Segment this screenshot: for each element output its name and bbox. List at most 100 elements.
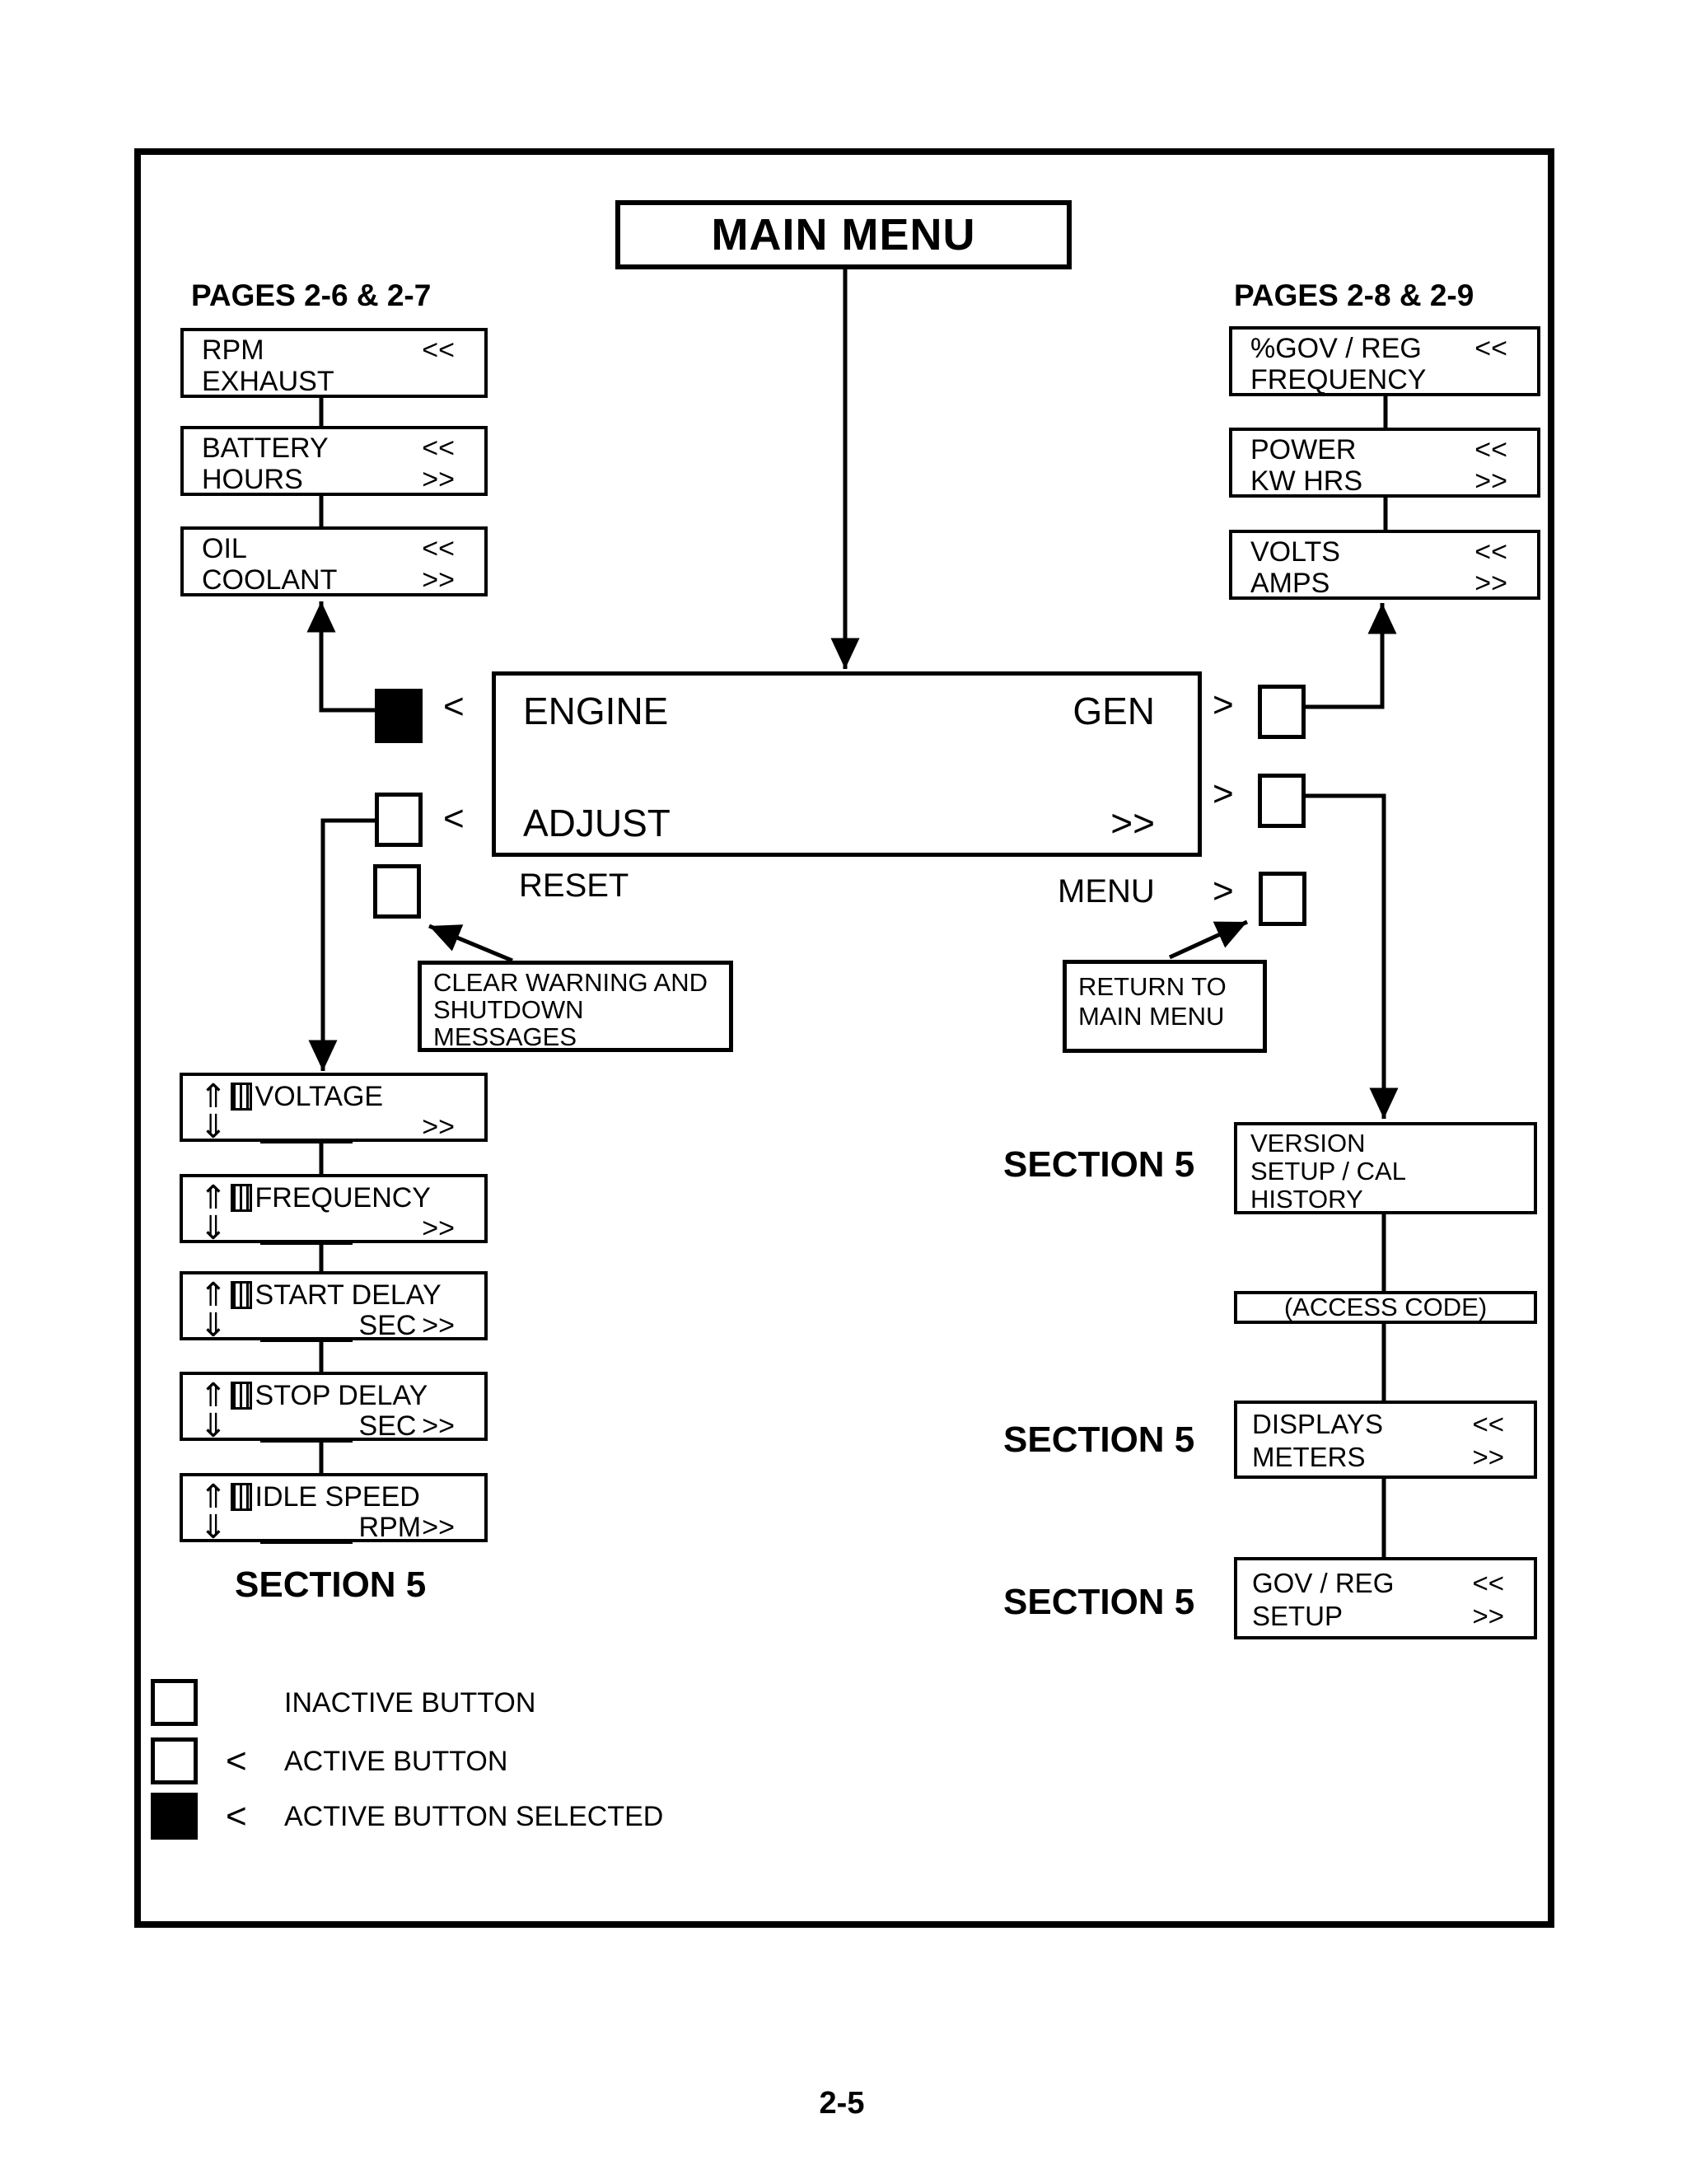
section-5-label-version: SECTION 5 — [1003, 1144, 1195, 1185]
up-arrow-icon: ⇑ — [199, 1478, 227, 1516]
clear-warning-callout: CLEAR WARNING AND SHUTDOWN MESSAGES — [418, 961, 733, 1052]
gov-reg-setup-box: GOV / REG<< SETUP>> — [1234, 1557, 1537, 1639]
cursor-block-icon — [230, 1184, 252, 1212]
value-blank — [259, 1314, 353, 1342]
display-line: FREQUENCY — [1250, 364, 1427, 395]
adjust-label: START DELAY — [255, 1279, 442, 1311]
value-blank — [259, 1217, 353, 1245]
next-page-icon: >> — [422, 1213, 455, 1244]
prev-page-icon: << — [422, 433, 455, 464]
page-number: 2-5 — [819, 2086, 865, 2121]
next-page-icon: >> — [422, 1111, 455, 1143]
adjust-box-idle-speed: ⇑IDLE SPEED ⇓RPM>> — [180, 1473, 488, 1544]
legend-label: ACTIVE BUTTON SELECTED — [284, 1801, 664, 1832]
unit-label: SEC — [358, 1410, 417, 1442]
display-line: COOLANT — [202, 564, 338, 596]
unit-label: SEC — [358, 1310, 417, 1341]
display-line: RPM — [202, 334, 264, 366]
reset-button — [373, 864, 421, 919]
legend-label: INACTIVE BUTTON — [284, 1687, 536, 1719]
display-line: METERS — [1252, 1442, 1366, 1472]
display-box-volts-amps: VOLTS<< AMPS>> — [1229, 530, 1540, 600]
engine-button-selected — [375, 689, 423, 743]
right-chevron-icon: > — [1213, 685, 1234, 725]
left-chevron-icon: < — [443, 686, 465, 727]
cursor-block-icon — [230, 1382, 252, 1410]
pages-heading-right: PAGES 2-8 & 2-9 — [1234, 278, 1474, 312]
next-page-icon: >> — [422, 1310, 455, 1341]
display-line: %GOV / REG — [1250, 333, 1422, 364]
callout-line: MESSAGES — [433, 1022, 577, 1051]
prev-page-icon: << — [1474, 333, 1507, 364]
displays-meters-box: DISPLAYS<< METERS>> — [1234, 1401, 1537, 1479]
prev-page-icon: << — [422, 533, 455, 564]
cursor-block-icon — [230, 1281, 252, 1309]
legend-selected-button-swatch — [151, 1793, 198, 1840]
adjust-box-voltage: ⇑VOLTAGE ⇓>> — [180, 1073, 488, 1143]
adjust-label: FREQUENCY — [255, 1181, 431, 1214]
callout-line: RETURN TO — [1078, 972, 1227, 1001]
next-page-icon: >> — [422, 1410, 455, 1442]
display-line: OIL — [202, 533, 247, 564]
page-title: MAIN MENU — [711, 210, 976, 260]
adjust-box-start-delay: ⇑ START DELAY ⇓ SEC>> — [180, 1271, 488, 1345]
access-code-box: (ACCESS CODE) — [1234, 1291, 1537, 1324]
value-blank — [259, 1115, 353, 1143]
callout-line: CLEAR WARNING AND — [433, 968, 708, 997]
setup-line: VERSION — [1250, 1129, 1366, 1157]
callout-line: SHUTDOWN — [433, 995, 584, 1024]
adjust-label: STOP DELAY — [255, 1379, 428, 1411]
version-setup-history-box: VERSION SETUP / CAL HISTORY — [1234, 1122, 1537, 1214]
adjust-box-stop-delay: ⇑ STOP DELAY ⇓ SEC>> — [180, 1372, 488, 1445]
down-arrow-icon: ⇓ — [199, 1307, 227, 1345]
adjust-label: IDLE SPEED — [255, 1480, 420, 1513]
legend-active-button-swatch — [151, 1737, 198, 1784]
up-arrow-icon: ⇑ — [199, 1377, 227, 1415]
main-display-engine-label: ENGINE — [523, 690, 669, 732]
legend-inactive-button-swatch — [151, 1679, 198, 1726]
menu-label: MENU — [1058, 873, 1155, 910]
cursor-block-icon — [230, 1483, 252, 1511]
setup-line: HISTORY — [1250, 1185, 1363, 1214]
display-line: DISPLAYS — [1252, 1409, 1383, 1439]
display-line: SETUP — [1252, 1601, 1344, 1631]
prev-page-icon: << — [422, 334, 455, 366]
value-blank — [259, 1415, 353, 1443]
adjust-left-button — [375, 793, 423, 847]
main-display-gen-label: GEN — [1072, 690, 1155, 732]
prev-page-icon: << — [1474, 536, 1507, 568]
display-line: HOURS — [202, 464, 303, 495]
gen-button — [1258, 685, 1306, 739]
down-arrow-icon: ⇓ — [199, 1209, 227, 1247]
right-chevron-icon: > — [1213, 871, 1234, 911]
display-box-gov-frequency: %GOV / REG << FREQUENCY — [1229, 326, 1540, 396]
prev-page-icon: << — [1474, 434, 1507, 465]
down-arrow-icon: ⇓ — [199, 1407, 227, 1445]
next-page-icon: >> — [422, 1512, 455, 1543]
pages-heading-left: PAGES 2-6 & 2-7 — [191, 278, 432, 312]
display-line: AMPS — [1250, 568, 1330, 599]
callout-line: MAIN MENU — [1078, 1002, 1225, 1031]
display-line: BATTERY — [202, 433, 329, 464]
display-box-power-kwhrs: POWER<< KW HRS>> — [1229, 428, 1540, 498]
main-display-box: ENGINE GEN ADJUST >> — [492, 671, 1202, 857]
reset-label: RESET — [519, 868, 629, 904]
menu-button — [1259, 872, 1306, 926]
access-code-label: (ACCESS CODE) — [1283, 1293, 1488, 1321]
main-display-next-icon: >> — [1110, 802, 1155, 844]
adjust-box-frequency: ⇑FREQUENCY ⇓>> — [180, 1174, 488, 1247]
setup-line: SETUP / CAL — [1250, 1157, 1406, 1186]
right-chevron-icon: > — [1213, 774, 1234, 814]
display-line: EXHAUST — [202, 366, 334, 397]
next-page-icon: >> — [1474, 465, 1507, 497]
display-line: POWER — [1250, 434, 1357, 465]
main-display-adjust-label: ADJUST — [523, 802, 671, 844]
cursor-block-icon — [230, 1083, 252, 1111]
next-page-icon: >> — [422, 564, 455, 596]
up-arrow-icon: ⇑ — [199, 1276, 227, 1314]
section-5-label-gov: SECTION 5 — [1003, 1582, 1195, 1622]
display-box-rpm-exhaust: RPM << EXHAUST — [180, 328, 488, 398]
left-chevron-icon: < — [443, 798, 465, 839]
diagram-frame — [134, 148, 1554, 1928]
